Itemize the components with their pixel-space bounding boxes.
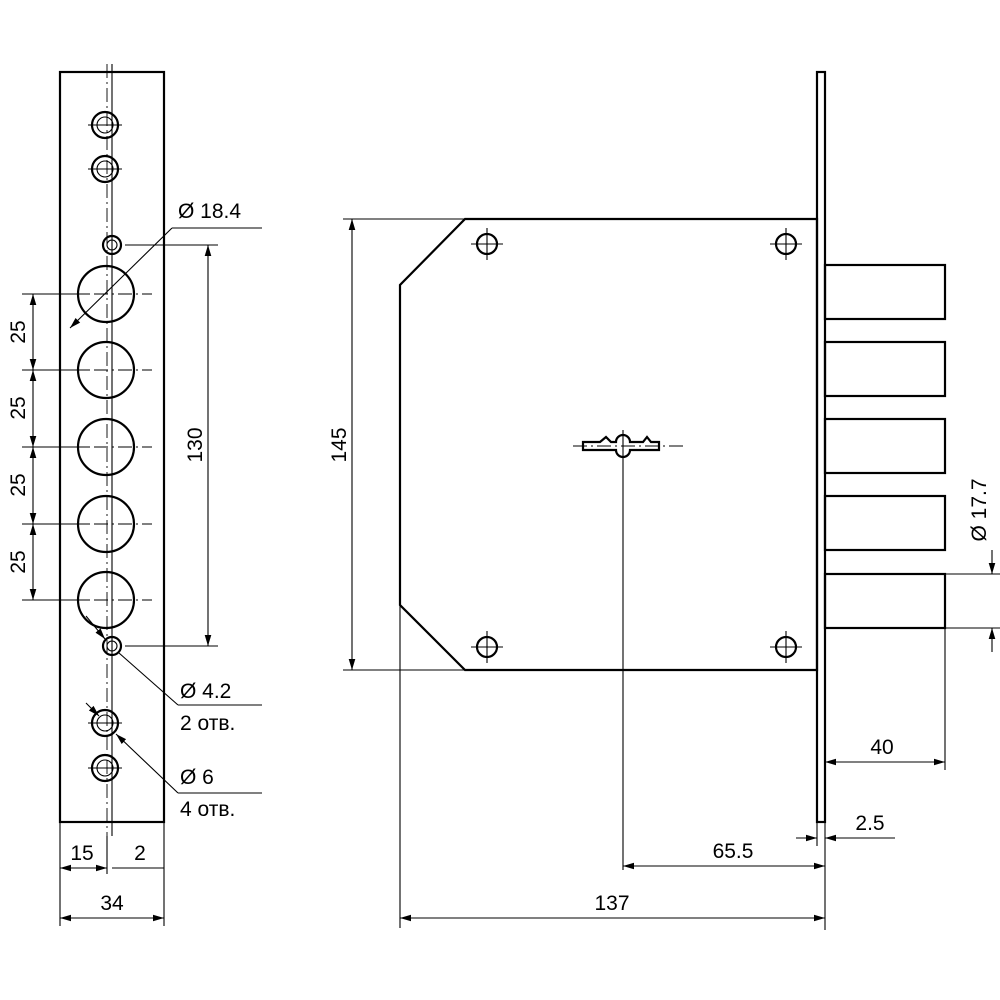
total-span-label: 130 — [184, 427, 207, 462]
plate-width-label: 34 — [100, 892, 124, 915]
small-hole-top — [101, 234, 123, 256]
small-hole-count-label: 2 отв. — [180, 712, 235, 735]
mount-hole-bottom-1 — [88, 708, 122, 738]
spacing-label-2: 25 — [7, 396, 30, 419]
mount-hole-diameter-label: Ø 6 — [180, 766, 214, 789]
bolt-diameter-label: Ø 17.7 — [968, 478, 991, 541]
backset-label: 65.5 — [713, 840, 754, 863]
hole-diameter-label: Ø 18.4 — [178, 200, 241, 223]
bottom-offset-label: 15 — [70, 842, 93, 865]
body-screw-bottom-left — [471, 631, 503, 663]
body-screw-bottom-right — [770, 631, 802, 663]
bottom-gap-label: 2 — [134, 842, 146, 865]
keyhole-icon — [573, 430, 684, 870]
bolt-projection-label: 40 — [870, 736, 893, 759]
bolt-2 — [823, 340, 947, 398]
spacing-label-1: 25 — [7, 320, 30, 343]
small-hole-bottom — [101, 635, 123, 657]
lock-body-side-view — [398, 70, 947, 870]
mount-hole-count-label: 4 отв. — [180, 798, 235, 821]
bolt-5 — [823, 572, 947, 630]
side-faceplate — [815, 70, 827, 824]
bolt-4 — [823, 494, 947, 552]
small-hole-diameter-label: Ø 4.2 — [180, 680, 231, 703]
spacing-label-4: 25 — [7, 550, 30, 573]
height-label: 145 — [328, 427, 351, 462]
side-dimensions: 145 Ø 17.7 40 2.5 65.5 137 — [328, 218, 1000, 930]
mount-hole-top-2 — [88, 154, 122, 184]
mount-hole-bottom-2 — [88, 753, 122, 783]
faceplate-front-view — [58, 64, 166, 836]
mount-hole-top-1 — [88, 110, 122, 140]
body-length-label: 137 — [594, 892, 629, 915]
plate-thickness-label: 2.5 — [855, 812, 884, 835]
body-screw-top-left — [471, 228, 503, 260]
lock-body-outline — [398, 217, 819, 672]
body-screw-top-right — [770, 228, 802, 260]
bolt-1 — [823, 263, 947, 321]
front-dimensions: Ø 18.4 25 25 25 25 130 Ø 4.2 2 отв. Ø 6 … — [7, 200, 262, 926]
spacing-label-3: 25 — [7, 473, 30, 496]
bolt-3 — [823, 417, 947, 475]
